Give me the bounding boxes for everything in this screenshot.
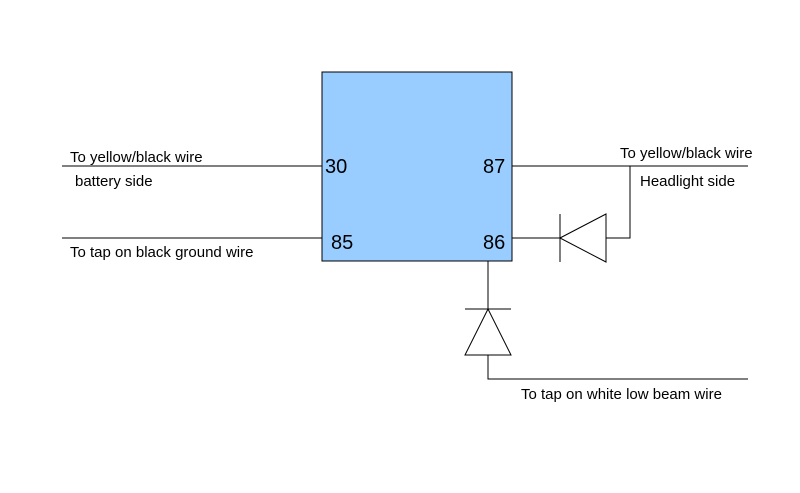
label-headlight-side-line2: Headlight side [640,173,735,190]
pin-86-label: 86 [483,232,505,254]
label-battery-side-line1: To yellow/black wire [70,149,203,166]
label-battery-side-line2: battery side [75,173,153,190]
diode-vertical [464,307,512,356]
wire-low-beam [487,355,748,380]
label-headlight-side-line1: To yellow/black wire [620,145,753,162]
pin-85-label: 85 [331,232,353,254]
label-ground-tap: To tap on black ground wire [70,244,253,261]
label-low-beam-tap: To tap on white low beam wire [521,386,722,403]
pin-87-label: 87 [483,156,505,178]
wire-pin-86-horizontal [512,166,631,239]
pin-30-label: 30 [325,156,347,178]
diode-horizontal [558,213,607,263]
relay-box [321,71,513,262]
